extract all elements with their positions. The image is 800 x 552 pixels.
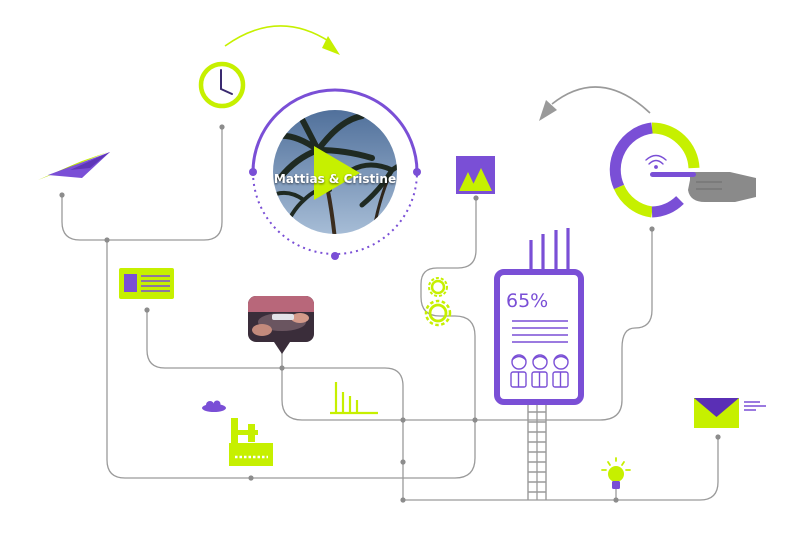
image-icon	[456, 156, 495, 194]
ladder-icon	[527, 404, 547, 500]
clock-icon	[198, 61, 246, 109]
people-icon	[510, 354, 569, 388]
arrow-gray	[539, 86, 651, 121]
wifi-ring	[609, 122, 700, 218]
bar-chart-icon	[330, 382, 378, 415]
play-icon[interactable]	[314, 146, 360, 200]
video-player[interactable]	[249, 88, 421, 260]
chat-photo-icon	[248, 296, 314, 354]
wifi-icon	[645, 154, 667, 169]
device-percent: 65%	[506, 290, 549, 312]
arrow-lime	[224, 25, 340, 55]
hand-icon	[650, 172, 756, 202]
paper-plane-icon	[38, 152, 110, 180]
gear-icon	[424, 277, 452, 327]
cloud-icon	[202, 400, 226, 412]
article-icon	[119, 268, 174, 299]
connector-dots	[59, 124, 721, 503]
envelope-icon	[694, 398, 766, 428]
device-panel	[494, 228, 584, 405]
lightbulb-icon	[601, 457, 631, 489]
factory-icon	[229, 418, 273, 466]
